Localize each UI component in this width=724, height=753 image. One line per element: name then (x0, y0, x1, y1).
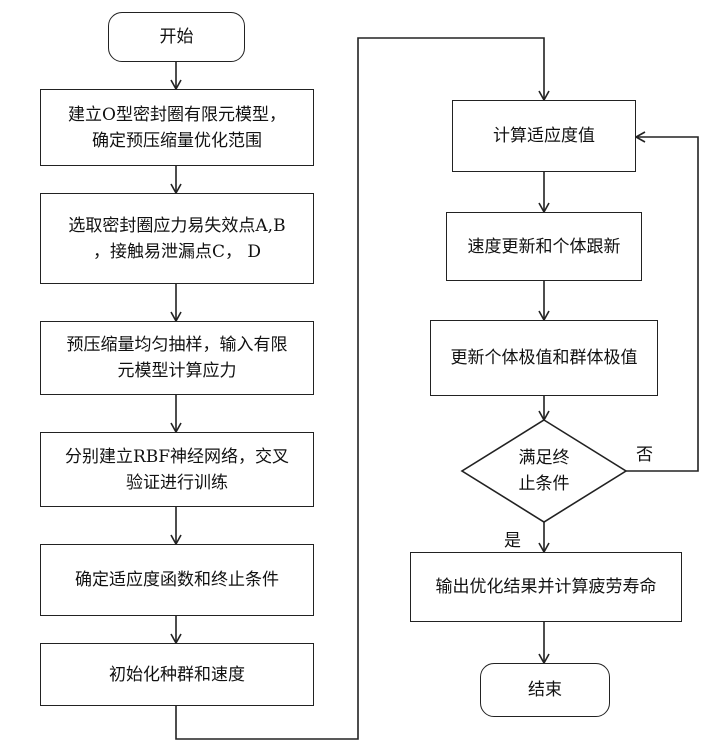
step2-line2: ，接触易泄漏点C， D (92, 241, 262, 262)
decision-line1: 满足终 (518, 448, 570, 468)
step-fitness-function: 确定适应度函数和终止条件 (40, 544, 314, 616)
update-speed-label: 速度更新和个体跟新 (467, 236, 621, 257)
start-label: 开始 (159, 27, 194, 47)
edge-label-yes: 是 (504, 531, 521, 551)
end-label: 结束 (528, 680, 562, 700)
step3-line1: 预压缩量均匀抽样，输入有限 (66, 335, 288, 355)
step4-line2: 验证进行训练 (126, 472, 228, 493)
step-sampling: 预压缩量均匀抽样，输入有限 元模型计算应力 (40, 321, 314, 395)
step4-line1: 分别建立RBF神经网络，交叉 (64, 446, 290, 467)
step-select-points: 选取密封圈应力易失效点A,B ，接触易泄漏点C， D (40, 193, 314, 284)
calc-fitness-label: 计算适应度值 (493, 126, 595, 146)
step5-label: 确定适应度函数和终止条件 (75, 570, 279, 590)
step-calc-fitness: 计算适应度值 (452, 100, 636, 172)
step-init-population: 初始化种群和速度 (40, 643, 314, 706)
step6-label: 初始化种群和速度 (109, 664, 245, 685)
step1-line1: 建立O型密封圈有限元模型， (68, 104, 286, 125)
step3-line2: 元模型计算应力 (117, 361, 237, 381)
output-label: 输出优化结果并计算疲劳寿命 (435, 577, 657, 597)
step-update-speed: 速度更新和个体跟新 (446, 212, 642, 281)
connector-decision-no-loop (626, 131, 699, 472)
step-build-fem-model: 建立O型密封圈有限元模型， 确定预压缩量优化范围 (40, 89, 314, 166)
step-update-best: 更新个体极值和群体极值 (430, 320, 658, 396)
decision-text: 满足终 止条件 (494, 444, 594, 498)
start-node: 开始 (108, 12, 245, 62)
step-output-results: 输出优化结果并计算疲劳寿命 (410, 552, 682, 622)
decision-line2: 止条件 (518, 474, 570, 494)
step-rbf-network: 分别建立RBF神经网络，交叉 验证进行训练 (40, 432, 314, 507)
connector-step6-to-calc-fitness (175, 37, 550, 740)
end-node: 结束 (480, 663, 610, 717)
update-best-label: 更新个体极值和群体极值 (450, 348, 638, 368)
step2-line1: 选取密封圈应力易失效点A,B (68, 215, 286, 236)
step1-line2: 确定预压缩量优化范围 (92, 130, 262, 151)
edge-label-no: 否 (636, 445, 653, 465)
